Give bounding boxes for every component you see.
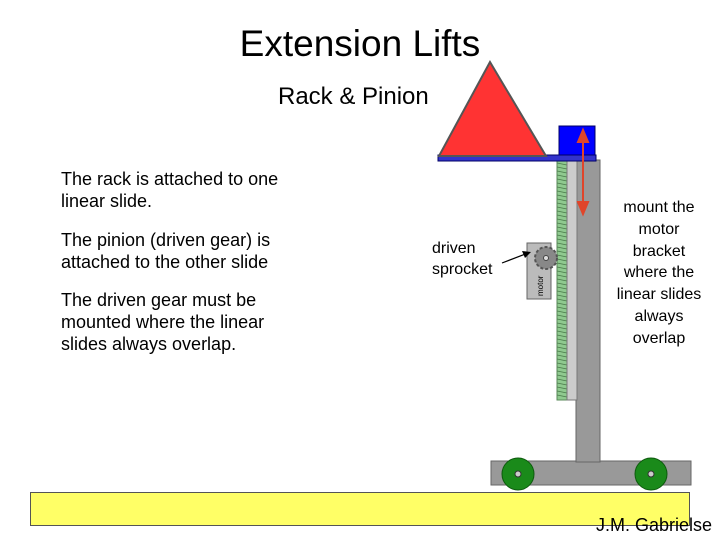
rack-tooth <box>556 258 568 262</box>
rack-tooth <box>556 310 568 314</box>
rack-teeth <box>556 162 568 398</box>
rack-tooth <box>556 262 568 266</box>
rack-tooth <box>556 198 568 202</box>
bullet-driven-gear: The driven gear must be mounted where th… <box>61 290 265 354</box>
right-wheel <box>634 457 668 491</box>
rack-tooth <box>556 178 568 182</box>
rack-tooth <box>556 226 568 230</box>
rack-tooth <box>556 314 568 318</box>
rack-tooth <box>556 362 568 366</box>
rack-tooth <box>556 390 568 394</box>
rack-tooth <box>556 278 568 282</box>
pointer-arrow <box>501 251 531 264</box>
rack-tooth <box>556 174 568 178</box>
rack-tooth <box>556 394 568 398</box>
rack-tooth <box>556 334 568 338</box>
rack-tooth <box>556 266 568 270</box>
lower-slide <box>575 159 601 463</box>
rack-tooth <box>556 250 568 254</box>
load-triangle <box>437 59 548 157</box>
left-wheel <box>501 457 535 491</box>
bullet-rack: The rack is attached to one linear slide… <box>61 169 279 211</box>
rack-tooth <box>556 338 568 342</box>
motor-label: motor <box>536 275 545 296</box>
rack-tooth <box>556 218 568 222</box>
rack-tooth <box>556 242 568 246</box>
slide-subtitle: Rack & Pinion <box>278 83 429 110</box>
rack-tooth <box>556 194 568 198</box>
bullet-pinion: The pinion (driven gear) is attached to … <box>61 230 271 272</box>
slide-title: Extension Lifts <box>239 23 481 64</box>
rack-tooth <box>556 202 568 206</box>
rack-tooth <box>556 246 568 250</box>
upper-slide <box>566 159 578 401</box>
mount-note: mount the motor bracket where the linear… <box>616 199 702 347</box>
rack-tooth <box>556 214 568 218</box>
footer-bar <box>30 492 690 526</box>
rack-tooth <box>556 382 568 386</box>
rack-tooth <box>556 318 568 322</box>
rack-tooth <box>556 290 568 294</box>
rack-tooth <box>556 306 568 310</box>
rack-tooth <box>556 162 568 166</box>
rack-tooth <box>556 186 568 190</box>
rack-tooth <box>556 378 568 382</box>
rack-tooth <box>556 170 568 174</box>
rack-tooth <box>556 222 568 226</box>
rack-tooth <box>556 206 568 210</box>
rack-tooth <box>556 386 568 390</box>
rack-tooth <box>556 342 568 346</box>
rack-tooth <box>556 210 568 214</box>
rack-tooth <box>556 302 568 306</box>
rack-tooth <box>556 282 568 286</box>
rack-tooth <box>556 254 568 258</box>
rack-tooth <box>556 330 568 334</box>
rack-tooth <box>556 358 568 362</box>
rack-tooth <box>556 286 568 290</box>
rack-tooth <box>556 270 568 274</box>
rack-tooth <box>556 326 568 330</box>
author-credit: J.M. Gabrielse <box>596 515 713 535</box>
extension-arrow <box>576 127 590 217</box>
driven-gear <box>534 246 558 270</box>
rack-tooth <box>556 370 568 374</box>
driven-sprocket-label: driven sprocket <box>432 240 493 278</box>
rack-tooth <box>556 354 568 358</box>
rack-tooth <box>556 298 568 302</box>
rack-tooth <box>556 294 568 298</box>
rack-tooth <box>556 374 568 378</box>
rack-tooth <box>556 346 568 350</box>
rack-tooth <box>556 322 568 326</box>
rack-tooth <box>556 366 568 370</box>
rack-tooth <box>556 166 568 170</box>
rack-tooth <box>556 230 568 234</box>
rack-tooth <box>556 182 568 186</box>
rack-tooth <box>556 350 568 354</box>
rack-tooth <box>556 234 568 238</box>
rack-tooth <box>556 190 568 194</box>
rack-tooth <box>556 274 568 278</box>
rack-tooth <box>556 238 568 242</box>
